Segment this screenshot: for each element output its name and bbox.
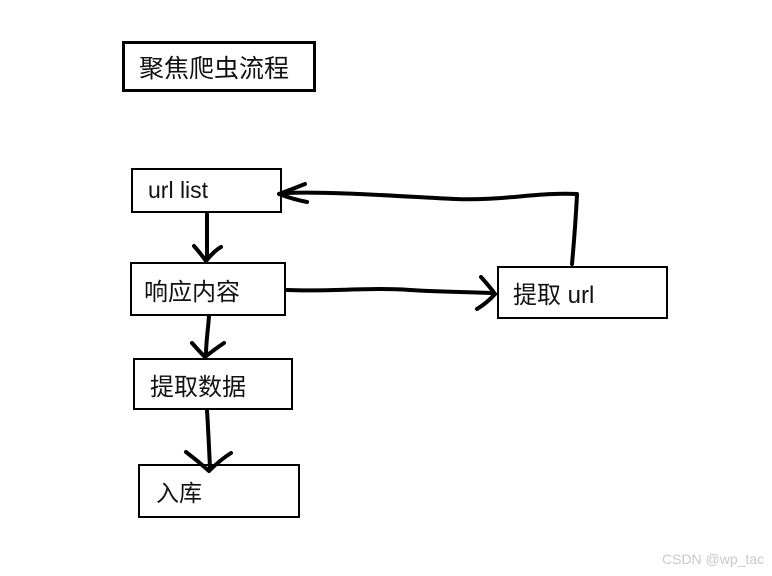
node-storage: 入库: [138, 464, 300, 518]
node-extract-data: 提取数据: [133, 358, 293, 410]
node-label: 响应内容: [144, 278, 240, 306]
node-label: 入库: [156, 480, 202, 506]
node-extract-url: 提取 url: [497, 266, 668, 319]
node-url-list: url list: [131, 168, 282, 213]
node-label: 提取 url: [513, 282, 595, 309]
node-response-content: 响应内容: [130, 262, 286, 316]
node-title-box: 聚焦爬虫流程: [122, 41, 316, 92]
diagram-title: 聚焦爬虫流程: [139, 54, 290, 83]
node-label: url list: [148, 177, 209, 203]
watermark: CSDN @wp_tac: [662, 551, 765, 567]
node-label: 提取数据: [150, 373, 246, 401]
edge-extractdata-to-storage-arrow: [184, 408, 233, 473]
edge-extracturl-to-urllist-arrow: [277, 182, 579, 266]
edge-response-to-extractdata-arrow: [190, 314, 226, 359]
edge-response-to-extracturl-arrow: [285, 275, 497, 311]
edge-urllist-to-response-arrow: [192, 212, 223, 263]
